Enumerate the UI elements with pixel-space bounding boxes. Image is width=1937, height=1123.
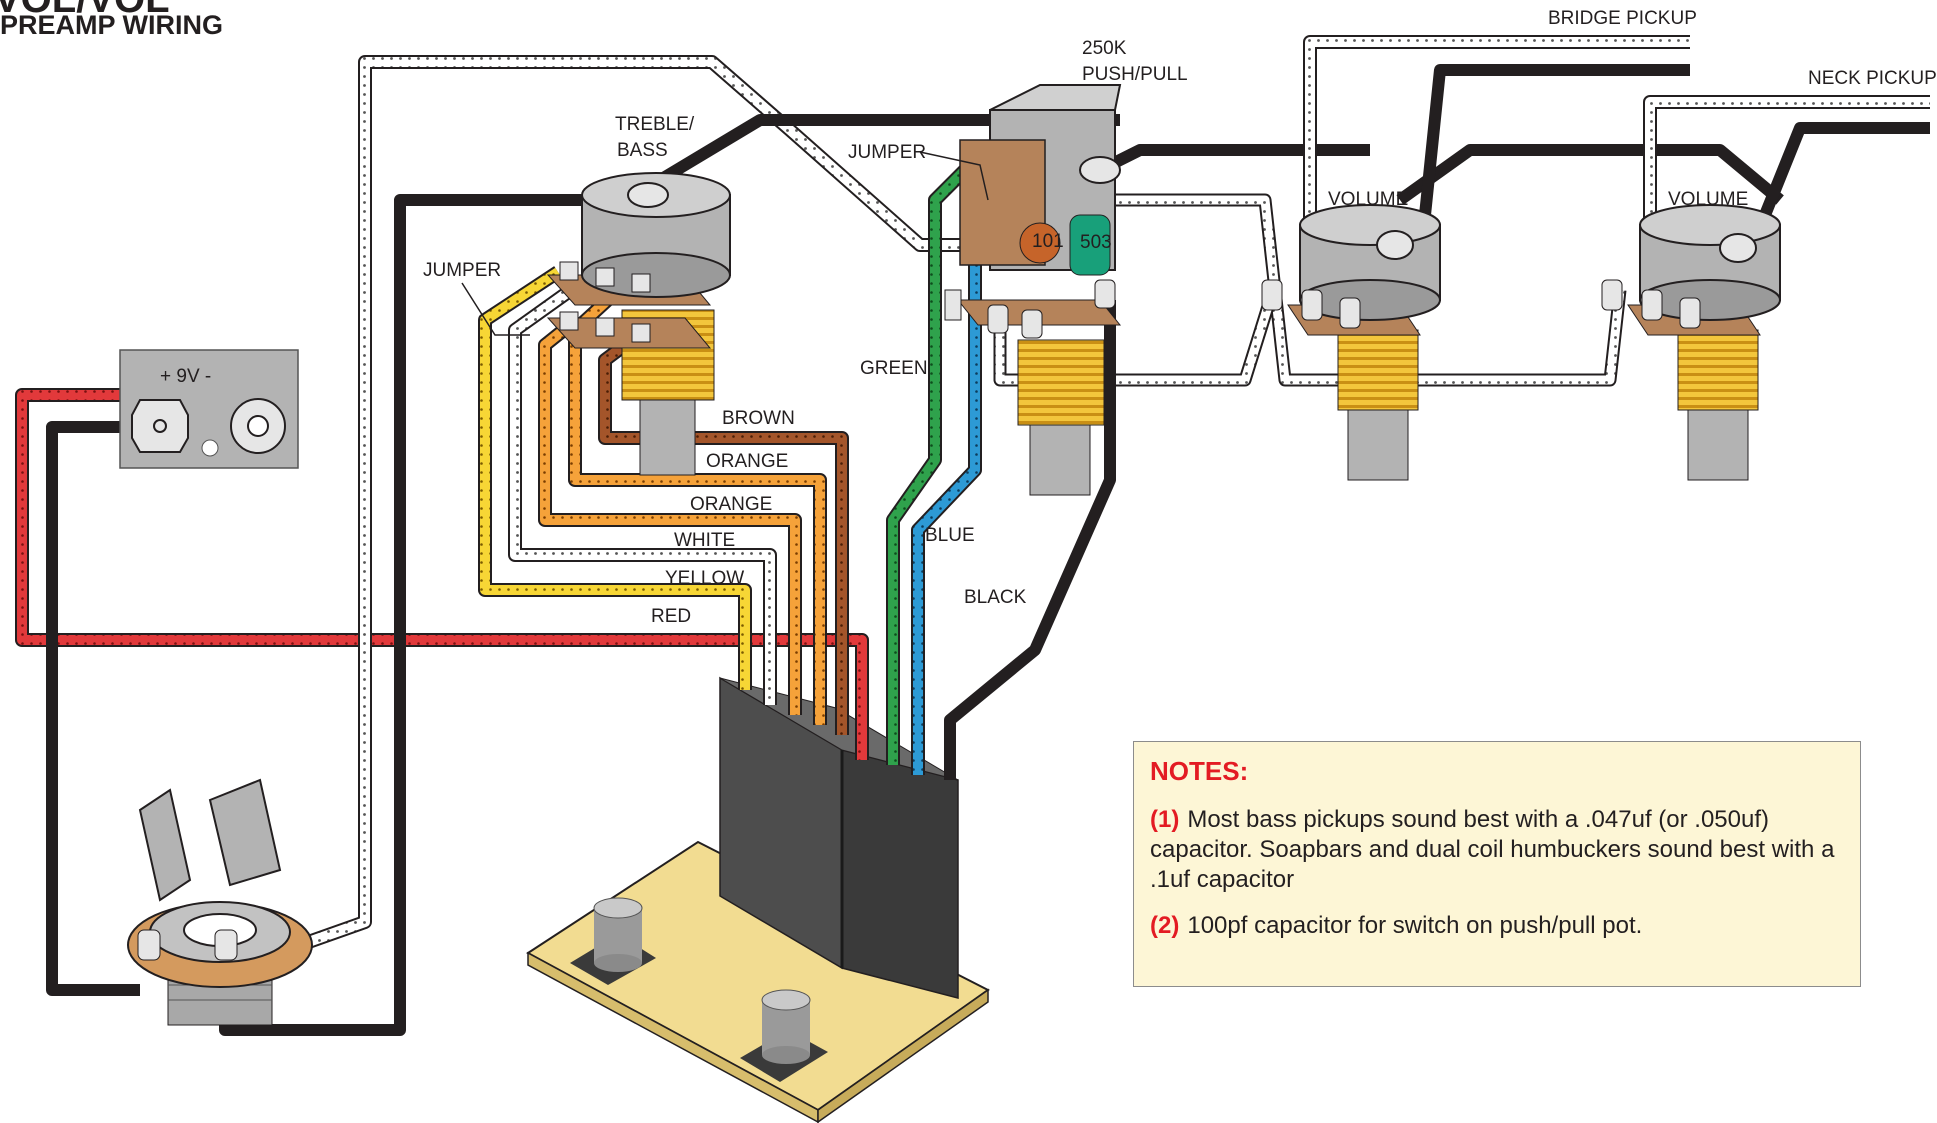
notes-heading: NOTES:: [1150, 756, 1249, 786]
jumper-left-leader: [461, 282, 530, 336]
label-orange-1: ORANGE: [706, 451, 788, 472]
label-white: WHITE: [674, 530, 735, 551]
label-red: RED: [651, 606, 691, 627]
jumper-left-label: JUMPER: [423, 260, 501, 281]
push-pull-label-1: 250K: [1082, 38, 1127, 59]
cap-503-label: 503: [1080, 232, 1112, 253]
treble-bass-label-2: BASS: [617, 140, 668, 161]
push-pull-label-2: PUSH/PULL: [1082, 64, 1188, 85]
cap-101-label: 101: [1032, 231, 1064, 252]
wire-black-volume1: [1097, 144, 1370, 176]
notes-box: NOTES: (1)Most bass pickups sound best w…: [1133, 741, 1861, 987]
note-text: 100pf capacitor for switch on push/pull …: [1187, 912, 1643, 939]
wire-yellow: [480, 267, 750, 690]
battery-label: + 9V -: [160, 366, 211, 387]
treble-bass-pot: [546, 172, 731, 476]
label-yellow: YELLOW: [665, 568, 744, 589]
neck-pickup-label: NECK PICKUP: [1808, 68, 1937, 89]
wire-white: [510, 280, 775, 705]
capacitor-1: [570, 897, 656, 985]
capacitor-2: [740, 989, 828, 1082]
wire-black-battery: [46, 421, 140, 996]
wire-brown: [600, 326, 847, 735]
wire-bridge-pickup-white: [1305, 37, 1690, 260]
note-item: (1)Most bass pickups sound best with a .…: [1150, 805, 1844, 895]
wire-neck-pickup-black: [1759, 122, 1930, 218]
volume-pot-bridge: [1261, 204, 1441, 481]
preamp-board: [526, 840, 990, 1123]
volume-neck-label: VOLUME: [1668, 189, 1748, 210]
treble-bass-label-1: TREBLE/: [615, 114, 695, 135]
wire-white-output: [298, 57, 1000, 950]
wire-neck-pickup-white: [1645, 97, 1930, 260]
label-brown: BROWN: [722, 408, 795, 429]
wire-white-volume-loop: [1000, 195, 1625, 385]
diagram-subtitle: PREAMP WIRING: [0, 10, 223, 40]
wire-bridge-pickup-black: [1419, 64, 1690, 216]
wire-black-ground: [944, 300, 1116, 780]
output-jack: [127, 778, 313, 1026]
wire-green: [888, 166, 969, 765]
bridge-pickup-label: BRIDGE PICKUP: [1548, 8, 1697, 29]
volume-bridge-label: VOLUME: [1328, 189, 1408, 210]
jumper-top-label: JUMPER: [848, 142, 926, 163]
note-number: (2): [1150, 912, 1180, 939]
volume-pot-neck: [1601, 204, 1781, 481]
diagram-title: VOL/VOL: [0, 0, 170, 21]
wire-orange-1: [540, 321, 800, 715]
label-orange-2: ORANGE: [690, 494, 772, 515]
battery-connector: + 9V -: [119, 349, 299, 469]
note-item: (2) 100pf capacitor for switch on push/pu…: [1150, 911, 1844, 941]
note-number: (1): [1150, 806, 1180, 833]
label-green: GREEN: [860, 358, 928, 379]
wire-white-volume-loop2: [995, 298, 1275, 385]
label-black: BLACK: [964, 587, 1027, 608]
note-text: Most bass pickups sound best with a .047…: [1150, 806, 1835, 893]
wire-red: [17, 390, 867, 760]
jumper-top-leader: [919, 151, 989, 201]
label-blue: BLUE: [925, 525, 975, 546]
